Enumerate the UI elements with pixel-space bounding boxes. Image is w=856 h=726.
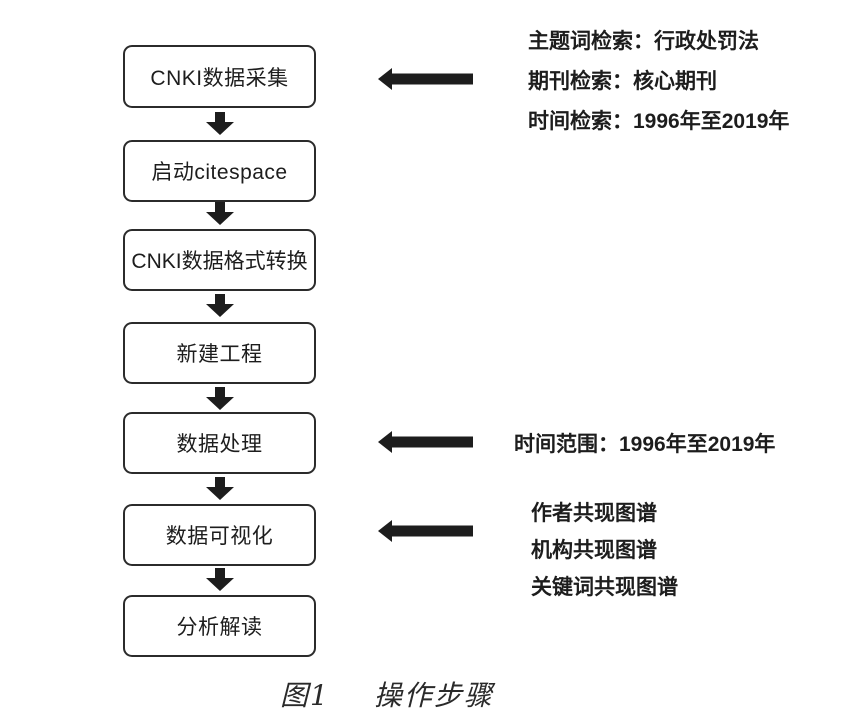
- down-arrow-icon: [206, 477, 234, 500]
- annotation-line: 关键词共现图谱: [531, 576, 678, 599]
- figure-title: 操作步骤: [373, 679, 494, 712]
- down-arrow-icon: [206, 294, 234, 317]
- annotation-cooccurrence-maps: 作者共现图谱 机构共现图谱 关键词共现图谱: [531, 495, 678, 606]
- left-arrow-icon: [378, 431, 473, 453]
- flow-step-label: 新建工程: [176, 343, 263, 366]
- down-arrow-icon: [206, 112, 234, 135]
- left-arrow-icon: [378, 520, 473, 542]
- annotation-line: 主题词检索：行政处罚法: [528, 30, 759, 53]
- annotation-line: 作者共现图谱: [531, 502, 657, 525]
- flow-step-new-project: 新建工程: [123, 322, 316, 384]
- annotation-time-range: 时间范围：1996年至2019年: [514, 432, 775, 458]
- flow-step-launch-citespace: 启动citespace: [123, 140, 316, 202]
- flow-step-analysis-interpretation: 分析解读: [123, 595, 316, 657]
- down-arrow-icon: [206, 387, 234, 410]
- figure-caption: 图1 操作步骤: [280, 674, 494, 714]
- annotation-line: 时间检索：1996年至2019年: [528, 110, 790, 133]
- flow-step-label: 数据可视化: [165, 525, 274, 548]
- flow-step-label: CNKI数据格式转换: [131, 250, 308, 273]
- annotation-line: 期刊检索：核心期刊: [528, 70, 717, 93]
- flow-step-label: 分析解读: [176, 616, 263, 639]
- flow-step-cnki-format-conversion: CNKI数据格式转换: [123, 229, 316, 291]
- down-arrow-icon: [206, 568, 234, 591]
- flow-step-label: 启动citespace: [151, 161, 288, 184]
- flow-step-data-processing: 数据处理: [123, 412, 316, 474]
- flow-step-label: CNKI数据采集: [150, 66, 289, 90]
- annotation-line: 时间范围：1996年至2019年: [514, 433, 776, 456]
- figure-number: 图1: [280, 679, 330, 712]
- annotation-line: 机构共现图谱: [531, 539, 657, 562]
- left-arrow-icon: [378, 68, 473, 90]
- annotation-retrieval-criteria: 主题词检索：行政处罚法 期刊检索：核心期刊 时间检索：1996年至2019年: [528, 22, 789, 142]
- flow-step-label: 数据处理: [176, 433, 263, 456]
- flow-step-cnki-data-collection: CNKI数据采集: [123, 45, 316, 108]
- flow-step-data-visualization: 数据可视化: [123, 504, 316, 566]
- down-arrow-icon: [206, 202, 234, 225]
